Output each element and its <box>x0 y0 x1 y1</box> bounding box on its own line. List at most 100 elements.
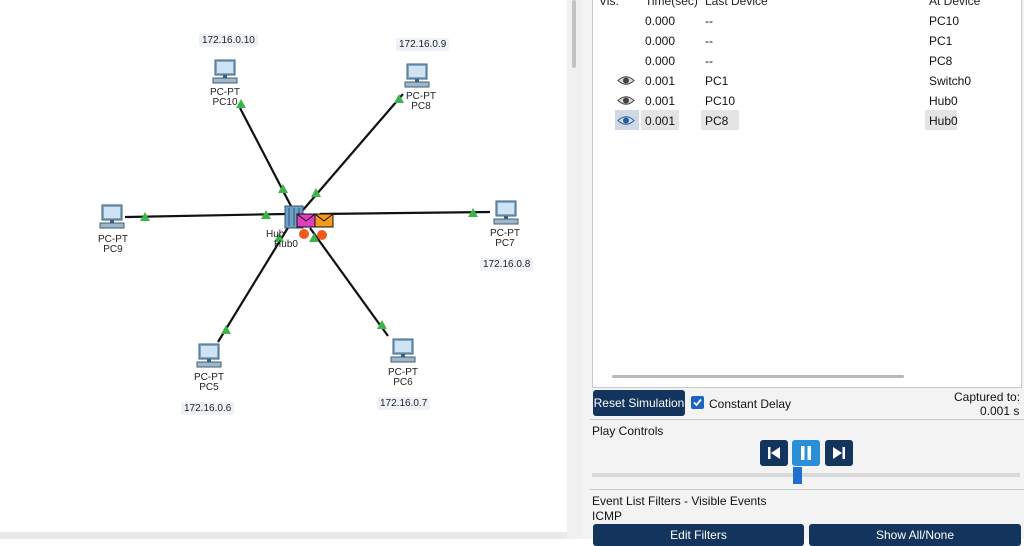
pdu-envelope-icon <box>314 213 334 240</box>
event-time: 0.000 <box>645 34 676 48</box>
port-indicator <box>377 320 387 329</box>
event-last-device: -- <box>705 34 713 48</box>
checkmark-icon <box>693 398 702 407</box>
event-at-device: Hub0 <box>929 114 958 128</box>
col-time-header[interactable]: Time(sec) <box>645 0 698 8</box>
pc10-label: PC-PT PC10 <box>195 88 255 108</box>
event-at-device: PC10 <box>929 14 960 28</box>
device-type: PC-PT <box>388 367 418 378</box>
back-button[interactable] <box>760 440 788 466</box>
constant-delay-checkbox[interactable] <box>691 396 704 409</box>
simulation-panel: Vis. Time(sec) Last Device At Device 0.0… <box>582 0 1024 546</box>
pc9-computer-icon[interactable] <box>98 203 126 231</box>
logical-workspace[interactable]: PC-PT PC10 PC-PT PC8 PC-PT PC9 PC-PT PC7… <box>0 0 567 532</box>
port-indicator <box>140 212 150 221</box>
device-name: PC9 <box>103 244 123 255</box>
reset-simulation-button[interactable]: Reset Simulation <box>593 390 685 416</box>
play-speed-slider[interactable] <box>592 473 1020 477</box>
skip-forward-icon <box>833 447 845 459</box>
link-pc8-hub <box>302 93 404 211</box>
event-at-device: PC8 <box>929 54 953 68</box>
col-at-device-header[interactable]: At Device <box>929 0 981 8</box>
port-indicator <box>221 325 231 334</box>
pc7-label: PC-PT PC7 <box>475 229 535 249</box>
col-vis-header[interactable]: Vis. <box>599 0 619 8</box>
pdu-envelope-icon <box>296 213 316 239</box>
link-pc5-hub <box>217 225 290 343</box>
port-indicator <box>274 233 284 242</box>
event-row-selected[interactable]: 0.001 PC8 Hub0 <box>615 110 1021 130</box>
visible-events-value: ICMP <box>592 509 622 523</box>
port-indicator <box>394 94 404 103</box>
event-list[interactable]: Vis. Time(sec) Last Device At Device 0.0… <box>592 0 1022 388</box>
pc6-label: PC-PT PC6 <box>373 368 433 388</box>
link-pc7-hub <box>319 210 491 216</box>
pause-icon <box>801 446 811 460</box>
device-name: PC8 <box>411 101 431 112</box>
ip-label-pc10: 172.16.0.10 <box>199 34 258 47</box>
edit-filters-button[interactable]: Edit Filters <box>593 524 804 546</box>
scrollbar-thumb[interactable] <box>572 0 576 68</box>
event-row[interactable]: 0.000 -- PC8 <box>615 50 1021 70</box>
device-type: PC-PT <box>210 87 240 98</box>
event-row[interactable]: 0.000 -- PC1 <box>615 30 1021 50</box>
forward-button[interactable] <box>825 440 853 466</box>
port-indicator <box>468 208 478 217</box>
device-type: PC-PT <box>194 372 224 383</box>
port-indicator <box>236 99 246 108</box>
captured-to-value: 0.001 s <box>980 404 1020 418</box>
event-row[interactable]: 0.000 -- PC10 <box>615 10 1021 30</box>
ip-label-pc6: 172.16.0.7 <box>377 397 431 410</box>
device-type: PC-PT <box>98 234 128 245</box>
topology-links <box>124 93 491 343</box>
pc5-label: PC-PT PC5 <box>179 373 239 393</box>
col-last-device-header[interactable]: Last Device <box>705 0 768 8</box>
port-indicator <box>278 184 288 193</box>
pc8-computer-icon[interactable] <box>403 62 431 90</box>
divider <box>590 419 1024 420</box>
event-list-filters-label: Event List Filters - Visible Events <box>592 494 767 508</box>
device-name: PC6 <box>393 377 413 388</box>
constant-delay-label: Constant Delay <box>709 397 792 411</box>
hub0-label: Hub Hub0 <box>266 230 306 250</box>
workspace-vertical-scrollbar[interactable] <box>567 0 582 539</box>
event-time: 0.001 <box>645 114 676 128</box>
event-time: 0.001 <box>645 94 676 108</box>
divider <box>590 489 1024 490</box>
device-type: PC-PT <box>490 228 520 239</box>
show-all-none-button[interactable]: Show All/None <box>809 524 1021 546</box>
event-last-device: PC8 <box>705 114 729 128</box>
event-time: 0.000 <box>645 14 676 28</box>
pc7-computer-icon[interactable] <box>492 199 520 227</box>
play-speed-slider-thumb[interactable] <box>793 467 802 484</box>
device-name: PC10 <box>212 97 238 108</box>
pc8-label: PC-PT PC8 <box>391 92 451 112</box>
event-at-device: PC1 <box>929 34 953 48</box>
eye-icon[interactable] <box>617 95 635 106</box>
device-type: Hub <box>266 229 285 240</box>
pc10-computer-icon[interactable] <box>211 58 239 86</box>
eye-icon[interactable] <box>617 75 635 86</box>
event-at-device: Hub0 <box>929 94 958 108</box>
port-indicator <box>311 188 321 197</box>
pc5-computer-icon[interactable] <box>195 342 223 370</box>
device-name: PC5 <box>199 382 219 393</box>
event-list-horizontal-scrollbar[interactable] <box>612 375 904 378</box>
event-row[interactable]: 0.001 PC10 Hub0 <box>615 90 1021 110</box>
port-indicator <box>309 233 319 242</box>
device-type: PC-PT <box>406 91 436 102</box>
event-row[interactable]: 0.001 PC1 Switch0 <box>615 70 1021 90</box>
eye-icon[interactable] <box>617 115 635 126</box>
pause-button[interactable] <box>792 440 820 466</box>
row-highlight <box>925 110 957 130</box>
hub0-device-icon[interactable] <box>284 204 338 240</box>
ip-label-pc8: 172.16.0.9 <box>396 38 450 51</box>
skip-back-icon <box>768 447 780 459</box>
captured-to-label: Captured to: <box>954 390 1021 404</box>
event-at-device: Switch0 <box>929 74 972 88</box>
row-highlight <box>701 110 739 130</box>
pc9-label: PC-PT PC9 <box>83 235 143 255</box>
pc6-computer-icon[interactable] <box>389 337 417 365</box>
ip-label-pc7: 172.16.0.8 <box>480 258 534 271</box>
row-highlight <box>641 110 679 130</box>
